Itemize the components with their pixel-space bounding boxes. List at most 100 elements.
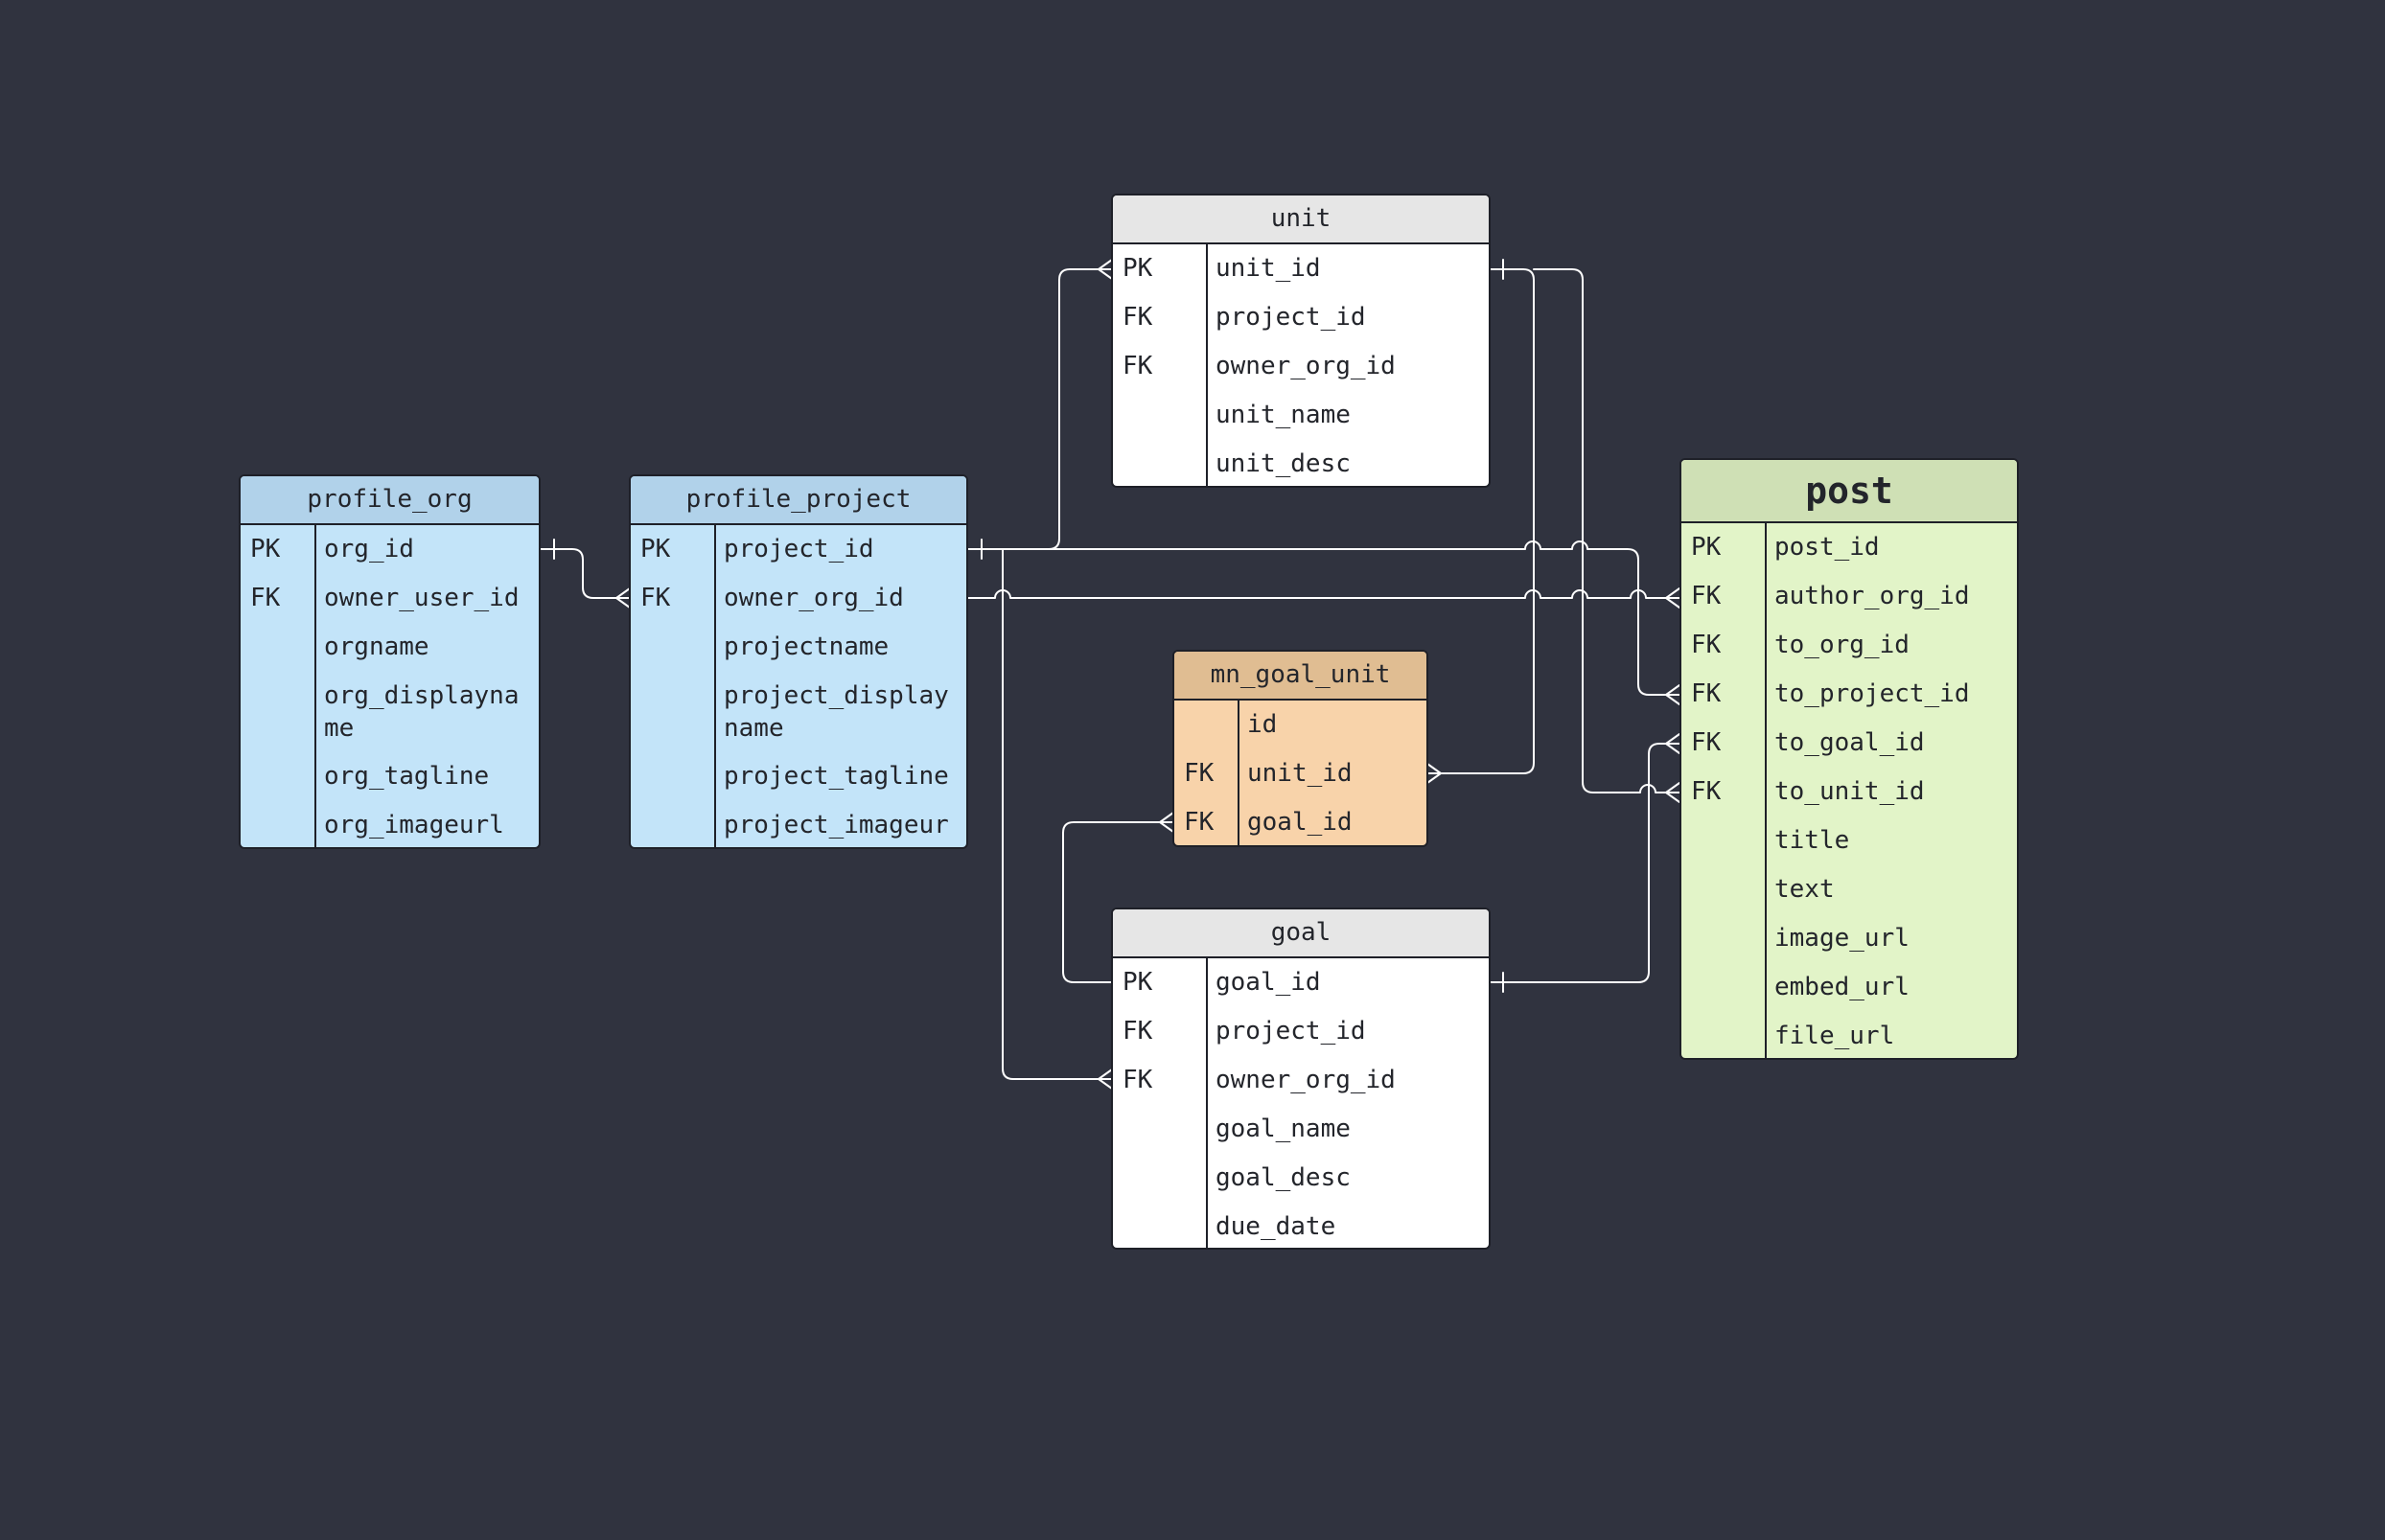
table-title: unit: [1113, 195, 1489, 244]
table-row[interactable]: PK org_id: [241, 525, 539, 574]
column-name: org_imageurl: [324, 811, 504, 839]
table-row[interactable]: FK author_org_id: [1681, 572, 2017, 621]
column-name: goal_id: [1247, 808, 1353, 837]
column-name: author_org_id: [1774, 582, 1970, 610]
table-row[interactable]: file_url: [1681, 1012, 2017, 1058]
fk-badge: FK: [1123, 303, 1153, 332]
column-name: unit_id: [1247, 759, 1353, 788]
table-row[interactable]: embed_url: [1681, 963, 2017, 1012]
table-row[interactable]: image_url: [1681, 914, 2017, 963]
table-title: post: [1681, 460, 2017, 523]
fk-badge: FK: [1123, 1017, 1153, 1046]
column-name: due_date: [1216, 1212, 1336, 1241]
key-badge: [631, 623, 714, 672]
table-row[interactable]: org_tagline: [241, 752, 539, 801]
table-row[interactable]: project_tagline: [631, 752, 966, 801]
table-unit[interactable]: unit PK unit_id FK project_id FK owner_o…: [1111, 194, 1491, 488]
table-row[interactable]: PK unit_id: [1113, 244, 1489, 293]
key-badge: [631, 801, 714, 847]
table-row[interactable]: FK to_org_id: [1681, 621, 2017, 670]
table-title: mn_goal_unit: [1174, 652, 1426, 701]
table-mn-goal-unit[interactable]: mn_goal_unit id FK unit_id FK goal_id: [1172, 650, 1428, 847]
key-column-divider: [1113, 244, 1208, 486]
table-row[interactable]: title: [1681, 816, 2017, 865]
key-badge: [241, 672, 314, 752]
table-row[interactable]: text: [1681, 865, 2017, 914]
table-row[interactable]: FK project_id: [1113, 293, 1489, 342]
rel-project-to-goal: [1002, 548, 1113, 1090]
key-column-divider: [1681, 523, 1767, 1058]
fk-badge: FK: [1184, 808, 1215, 837]
key-badge: [1113, 1105, 1206, 1154]
fk-badge: FK: [250, 584, 281, 612]
rel-project-owner-to-post-author: [967, 587, 1680, 609]
column-name: id: [1247, 710, 1278, 739]
fk-badge: FK: [1691, 679, 1722, 708]
table-row[interactable]: PK project_id: [631, 525, 966, 574]
table-post[interactable]: post PK post_id FK author_org_id FK to_o…: [1679, 458, 2019, 1060]
table-row[interactable]: FK owner_user_id: [241, 574, 539, 623]
table-row[interactable]: FK owner_org_id: [1113, 1056, 1489, 1105]
column-name: unit_id: [1216, 254, 1321, 283]
column-name: owner_org_id: [1216, 1066, 1396, 1094]
column-name: post_id: [1774, 533, 1880, 562]
fk-badge: FK: [640, 584, 671, 612]
column-name: to_project_id: [1774, 679, 1970, 708]
key-badge: [1113, 1154, 1206, 1203]
table-row[interactable]: PK goal_id: [1113, 958, 1489, 1007]
table-row[interactable]: goal_desc: [1113, 1154, 1489, 1203]
table-row[interactable]: projectname: [631, 623, 966, 672]
key-badge: [1681, 865, 1765, 914]
table-row[interactable]: project_displayname: [631, 672, 966, 752]
table-row[interactable]: FK unit_id: [1174, 749, 1426, 798]
pk-badge: PK: [250, 535, 281, 563]
column-name: org_tagline: [324, 762, 490, 791]
table-goal[interactable]: goal PK goal_id FK project_id FK owner_o…: [1111, 908, 1491, 1250]
table-row[interactable]: org_displayname: [241, 672, 539, 752]
key-badge: [631, 752, 714, 801]
key-badge: [1113, 440, 1206, 486]
column-name: to_goal_id: [1774, 728, 1925, 757]
table-row[interactable]: FK goal_id: [1174, 798, 1426, 845]
table-profile-project[interactable]: profile_project PK project_id FK owner_o…: [629, 474, 968, 849]
table-row[interactable]: unit_desc: [1113, 440, 1489, 486]
table-title: profile_org: [241, 476, 539, 525]
table-row[interactable]: FK to_unit_id: [1681, 768, 2017, 816]
column-name: project_displayname: [724, 681, 949, 743]
column-name: title: [1774, 826, 1850, 855]
key-badge: [1681, 1012, 1765, 1058]
table-row[interactable]: FK owner_org_id: [631, 574, 966, 623]
column-name: project_imageurl: [724, 811, 949, 839]
column-name: file_url: [1774, 1022, 1895, 1050]
column-name: embed_url: [1774, 973, 1910, 1001]
fk-badge: FK: [1691, 631, 1722, 659]
key-badge: [1174, 701, 1238, 749]
table-row[interactable]: project_imageurl: [631, 801, 966, 847]
table-row[interactable]: unit_name: [1113, 391, 1489, 440]
table-row[interactable]: due_date: [1113, 1203, 1489, 1248]
key-badge: [241, 801, 314, 847]
table-row[interactable]: FK to_goal_id: [1681, 719, 2017, 768]
table-row[interactable]: orgname: [241, 623, 539, 672]
table-row[interactable]: goal_name: [1113, 1105, 1489, 1154]
table-row[interactable]: FK owner_org_id: [1113, 342, 1489, 391]
table-row[interactable]: org_imageurl: [241, 801, 539, 847]
key-badge: [631, 672, 714, 752]
key-badge: [241, 623, 314, 672]
key-column-divider: [1174, 701, 1239, 845]
table-row[interactable]: FK to_project_id: [1681, 670, 2017, 719]
table-title: goal: [1113, 909, 1489, 958]
key-column-divider: [631, 525, 716, 847]
key-badge: [1113, 1203, 1206, 1248]
table-profile-org[interactable]: profile_org PK org_id FK owner_user_id o…: [239, 474, 541, 849]
rel-unit-to-mn-unit: [1426, 259, 1535, 784]
column-name: project_id: [1216, 1017, 1366, 1046]
pk-badge: PK: [1691, 533, 1722, 562]
rel-goal-to-post-goal: [1490, 733, 1680, 993]
table-row[interactable]: FK project_id: [1113, 1007, 1489, 1056]
column-name: to_org_id: [1774, 631, 1910, 659]
table-row[interactable]: PK post_id: [1681, 523, 2017, 572]
table-row[interactable]: id: [1174, 701, 1426, 749]
key-column-divider: [1113, 958, 1208, 1248]
